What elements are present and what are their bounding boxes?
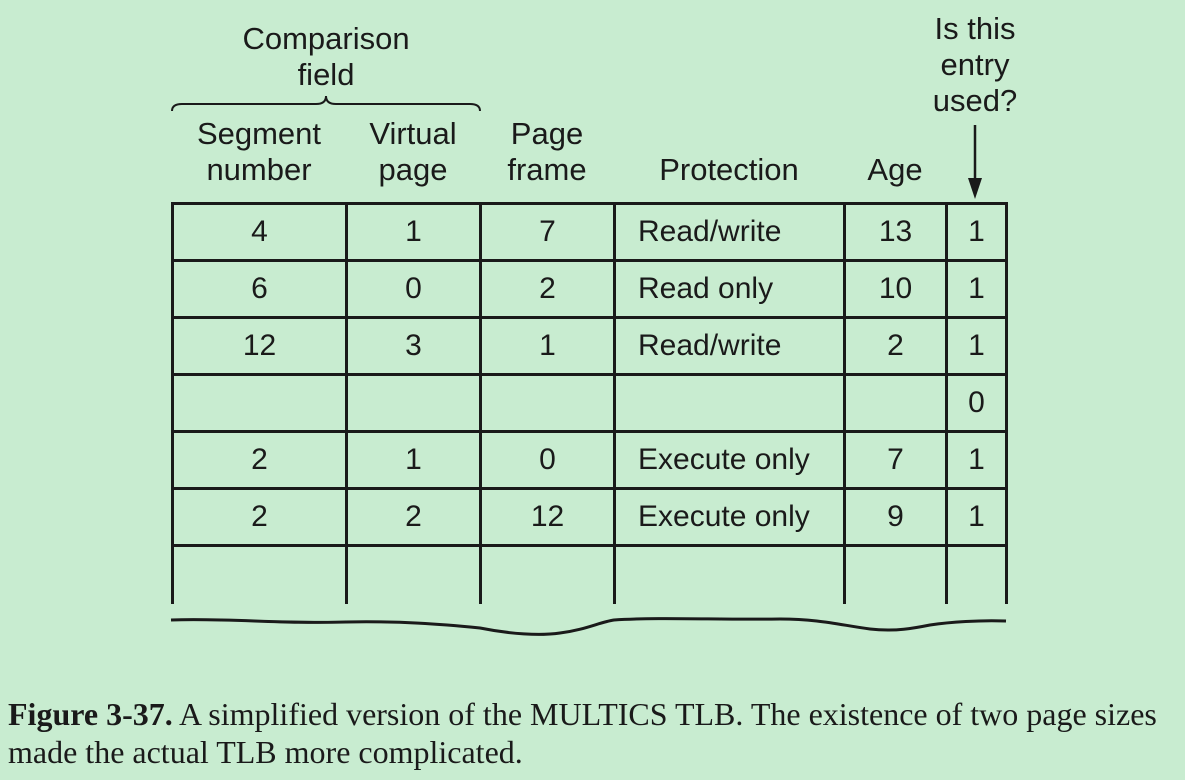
virtual-page-cell: 1 <box>345 202 482 262</box>
virtual-page-line-2: page <box>378 152 448 187</box>
virtual-page-header: Virtual page <box>346 116 480 188</box>
table-row: 2 2 12 Execute only 9 1 <box>171 487 1008 547</box>
protection-cell: Read/write <box>613 316 846 376</box>
segment-number-line-2: number <box>206 152 312 187</box>
table-row: 4 1 7 Read/write 13 1 <box>171 202 1008 262</box>
page-frame-cell: 12 <box>479 487 616 547</box>
protection-cell: Read/write <box>613 202 846 262</box>
figure-label: Figure 3-37. <box>8 696 173 732</box>
page-frame-header: Page frame <box>480 116 614 188</box>
table-row: 6 0 2 Read only 10 1 <box>171 259 1008 319</box>
tlb-table: 4 1 7 Read/write 13 1 6 0 2 Read only 10… <box>171 202 1008 604</box>
segment-cell: 2 <box>171 430 348 490</box>
page-frame-cell: 2 <box>479 259 616 319</box>
used-cell: 1 <box>945 316 1008 376</box>
used-header-line-1: Is this <box>934 11 1016 46</box>
empty-cell <box>479 544 616 604</box>
used-cell: 1 <box>945 430 1008 490</box>
figure-caption: Figure 3-37. A simplified version of the… <box>8 695 1183 771</box>
age-cell: 2 <box>843 316 948 376</box>
comparison-field-line-2: field <box>297 57 355 92</box>
virtual-page-cell: 3 <box>345 316 482 376</box>
used-cell: 1 <box>945 259 1008 319</box>
used-cell: 0 <box>945 373 1008 433</box>
protection-header-text: Protection <box>659 152 799 187</box>
used-header: Is this entry used? <box>915 11 1035 119</box>
page-frame-cell <box>479 373 616 433</box>
age-cell: 7 <box>843 430 948 490</box>
age-header-text: Age <box>867 152 923 187</box>
empty-cell <box>613 544 846 604</box>
segment-number-header: Segment number <box>172 116 346 188</box>
protection-cell <box>613 373 846 433</box>
virtual-page-cell: 1 <box>345 430 482 490</box>
empty-cell <box>945 544 1008 604</box>
virtual-page-line-1: Virtual <box>369 116 457 151</box>
segment-cell: 2 <box>171 487 348 547</box>
table-row: 12 3 1 Read/write 2 1 <box>171 316 1008 376</box>
age-cell <box>843 373 948 433</box>
page-frame-cell: 0 <box>479 430 616 490</box>
page-frame-line-2: frame <box>507 152 587 187</box>
protection-cell: Execute only <box>613 430 846 490</box>
used-arrow <box>968 125 982 199</box>
segment-cell <box>171 373 348 433</box>
used-cell: 1 <box>945 487 1008 547</box>
table-continuation-row <box>171 544 1008 604</box>
protection-header: Protection <box>614 152 844 188</box>
age-header: Age <box>844 152 946 188</box>
used-header-line-2: entry <box>940 47 1010 82</box>
comparison-field-line-1: Comparison <box>242 21 410 56</box>
segment-cell: 12 <box>171 316 348 376</box>
virtual-page-cell <box>345 373 482 433</box>
empty-cell <box>843 544 948 604</box>
table-row: 0 <box>171 373 1008 433</box>
used-header-line-3: used? <box>932 83 1018 118</box>
protection-cell: Read only <box>613 259 846 319</box>
age-cell: 13 <box>843 202 948 262</box>
virtual-page-cell: 0 <box>345 259 482 319</box>
empty-cell <box>171 544 348 604</box>
page-frame-line-1: Page <box>510 116 584 151</box>
segment-cell: 4 <box>171 202 348 262</box>
age-cell: 10 <box>843 259 948 319</box>
page-frame-cell: 1 <box>479 316 616 376</box>
used-cell: 1 <box>945 202 1008 262</box>
figure-caption-text: A simplified version of the MULTICS TLB.… <box>8 696 1157 770</box>
page-frame-cell: 7 <box>479 202 616 262</box>
comparison-field-header: Comparison field <box>172 21 480 93</box>
table-row: 2 1 0 Execute only 7 1 <box>171 430 1008 490</box>
segment-cell: 6 <box>171 259 348 319</box>
segment-number-line-1: Segment <box>196 116 322 151</box>
virtual-page-cell: 2 <box>345 487 482 547</box>
empty-cell <box>345 544 482 604</box>
protection-cell: Execute only <box>613 487 846 547</box>
age-cell: 9 <box>843 487 948 547</box>
